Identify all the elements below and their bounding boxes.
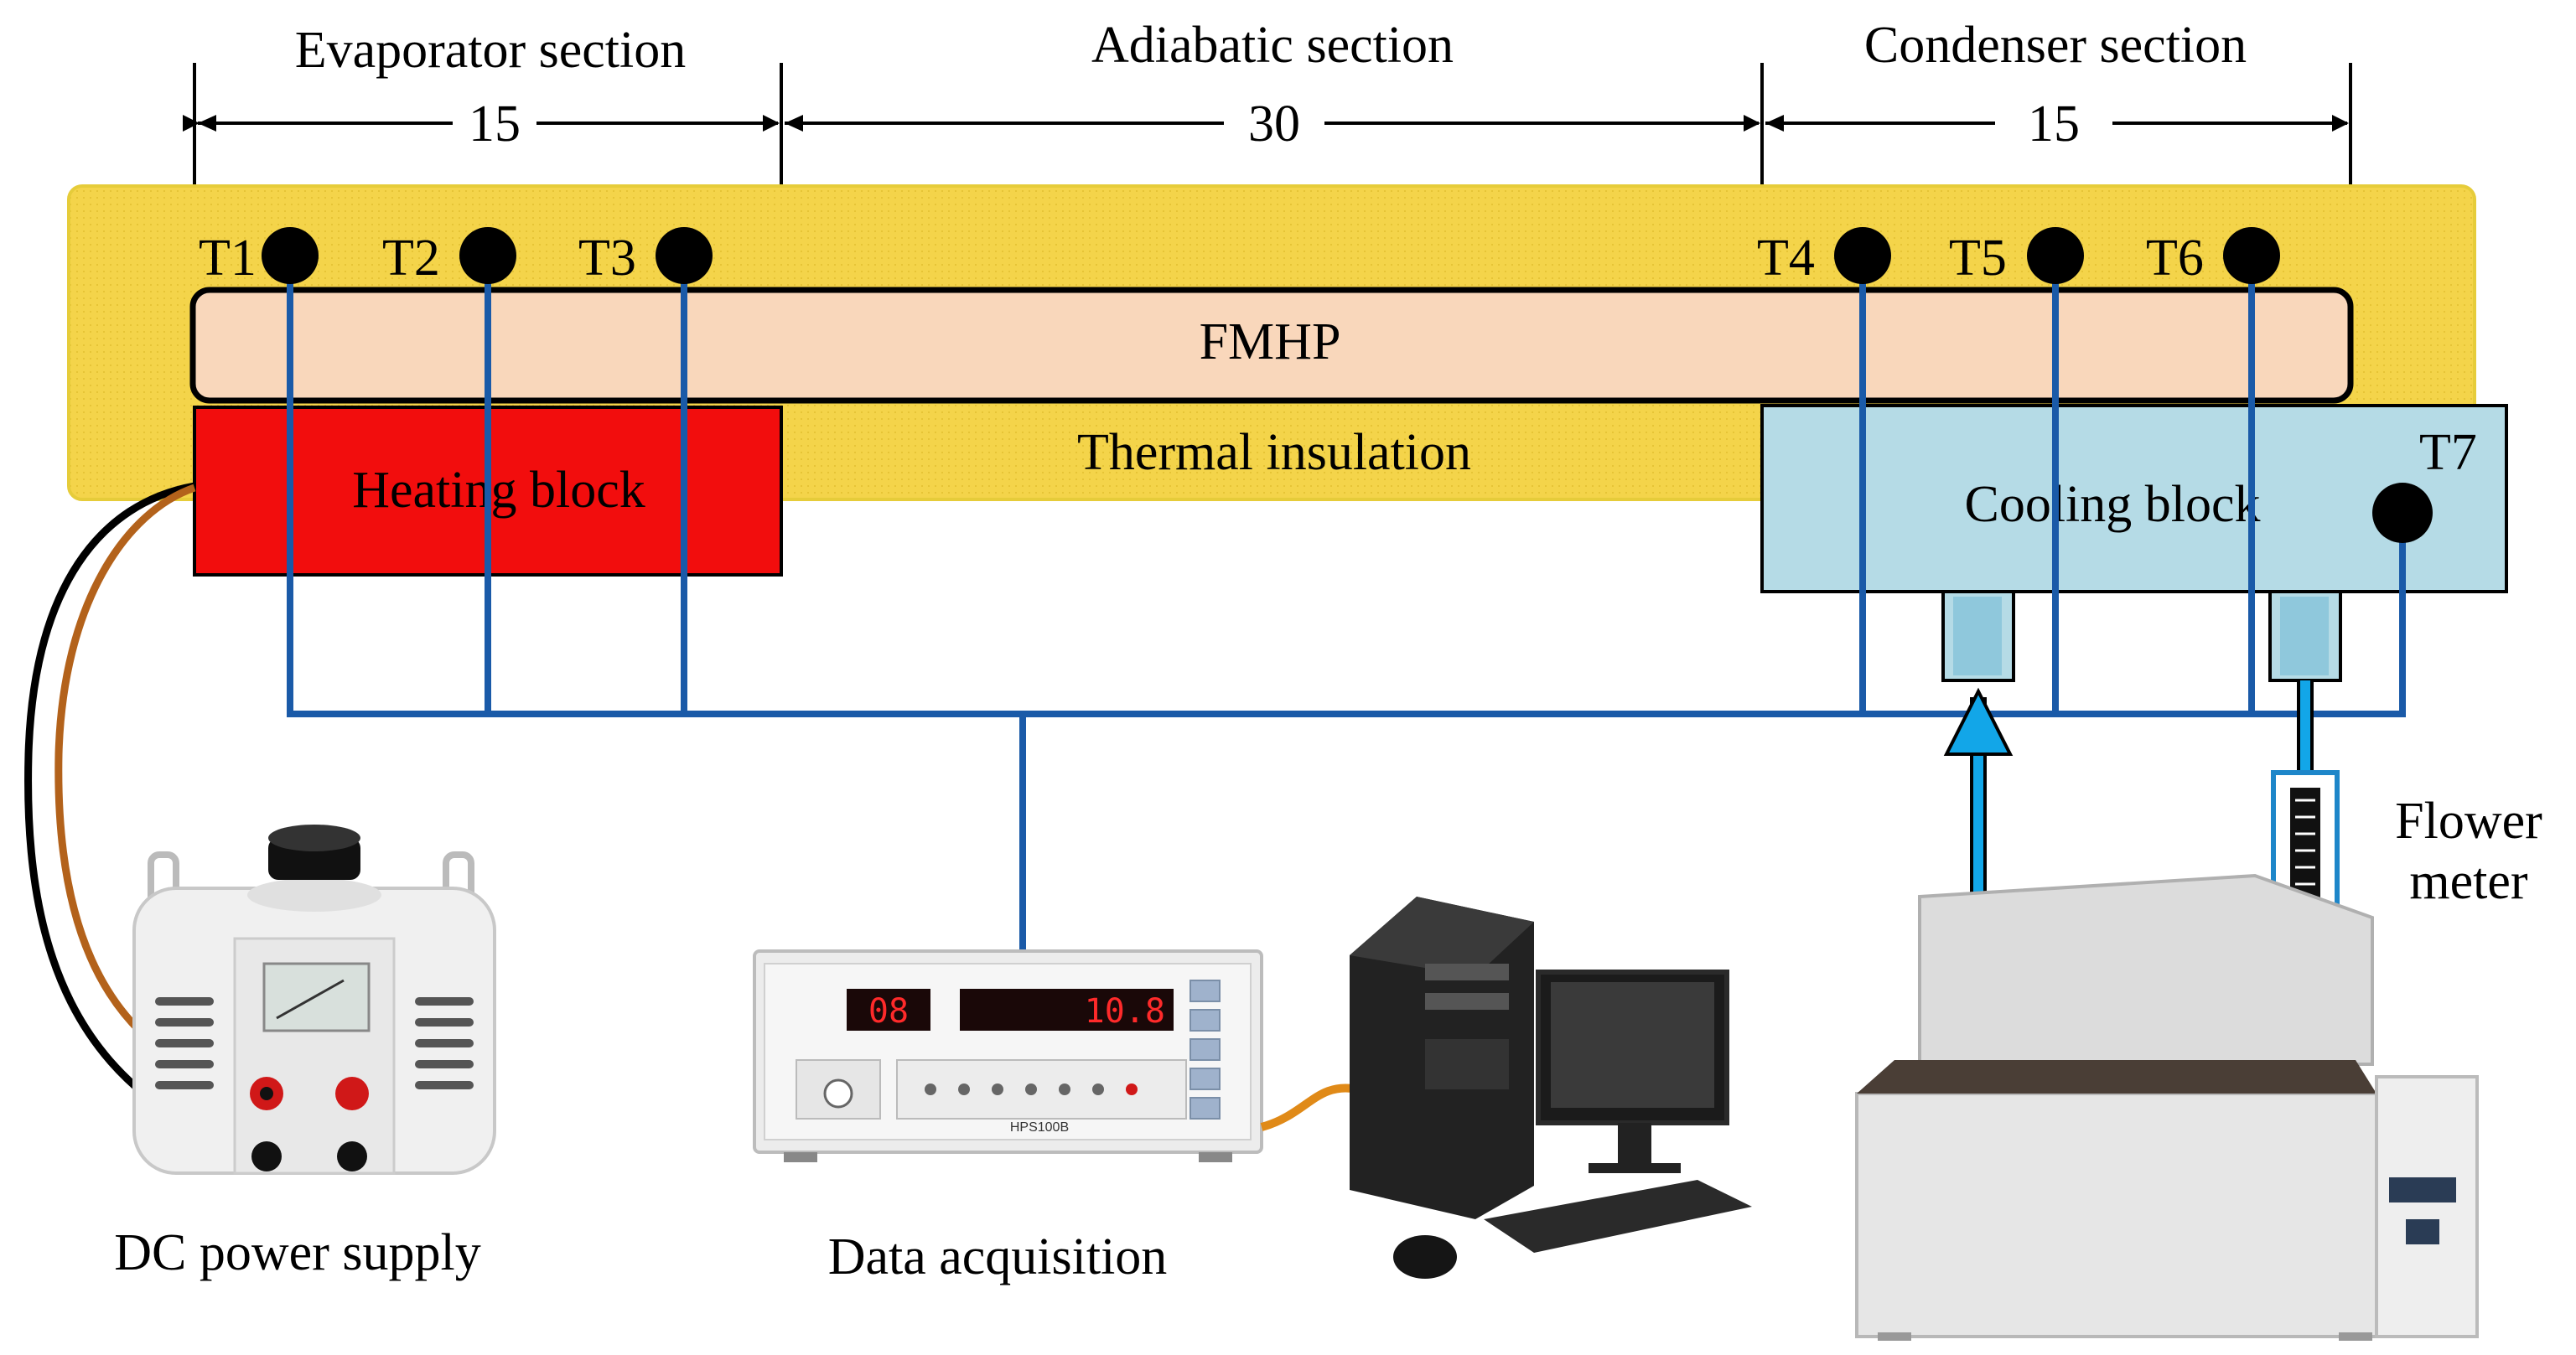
t7-label: T7 (2419, 424, 2477, 481)
daq-temperature-value: 10.8 (1085, 992, 1165, 1031)
condenser-section-title: Condenser section (1864, 17, 2247, 74)
evaporator-length-label: 15 (469, 96, 521, 153)
daq-model-label: HPS100B (1010, 1120, 1069, 1135)
t6-point (2223, 227, 2280, 284)
section-dimensions: Evaporator section 15 Adiabatic section … (183, 17, 2352, 189)
adiabatic-length-label: 30 (1248, 96, 1300, 153)
input-terminal-black (337, 1141, 367, 1171)
data-acquisition-label: Data acquisition (828, 1228, 1168, 1285)
dc-power-supply-label: DC power supply (114, 1224, 480, 1281)
adiabatic-section-title: Adiabatic section (1091, 17, 1454, 74)
dc-power-supply (132, 825, 496, 1175)
water-bath-control-panel (2375, 1075, 2479, 1338)
inlet-flow-arrow (1943, 687, 2014, 756)
t4-point (1834, 227, 1891, 284)
daq-power-knob (823, 1078, 853, 1109)
daq-temperature-display (960, 989, 1174, 1031)
evaporator-section-title: Evaporator section (295, 22, 687, 79)
condenser-length-label: 15 (2028, 96, 2080, 153)
power-cable-black (24, 482, 270, 1161)
water-bath (1855, 873, 2479, 1341)
t5-point (2027, 227, 2084, 284)
cooling-inlet-port-inner (1953, 597, 2002, 675)
output-terminal-black (251, 1141, 282, 1171)
t6-label: T6 (2146, 230, 2204, 287)
data-acquisition-unit: 08 10.8 HPS100B (753, 949, 1263, 1162)
water-bath-lid (1918, 873, 2374, 1066)
computer (1350, 897, 1752, 1279)
t1-point (262, 227, 319, 284)
thermal-insulation-label: Thermal insulation (1077, 424, 1471, 481)
water-bath-tank (1855, 1092, 2378, 1338)
t3-point (656, 227, 713, 284)
computer-mouse (1393, 1235, 1457, 1279)
t7-point (2372, 483, 2433, 543)
input-terminal-red (335, 1077, 369, 1110)
flow-meter-label-line1: Flower (2395, 793, 2542, 850)
t2-label: T2 (382, 230, 440, 287)
flow-meter-label-line2: meter (2409, 853, 2527, 910)
t4-label: T4 (1757, 230, 1815, 287)
cooling-block-label: Cooling block (1964, 476, 2260, 533)
thermocouple-wiring (287, 256, 2406, 951)
cooling-outlet-port-inner (2280, 597, 2329, 675)
t3-label: T3 (578, 230, 636, 287)
t2-point (459, 227, 516, 284)
fmhp-label: FMHP (1200, 313, 1341, 370)
daq-channel-display (847, 989, 930, 1031)
thermocouple-points (262, 227, 2433, 543)
t5-label: T5 (1949, 230, 2007, 287)
fmhp-heat-pipe (189, 287, 2354, 404)
heating-block-label: Heating block (352, 462, 645, 519)
daq-channel-value: 08 (868, 992, 909, 1031)
t1-label: T1 (199, 230, 257, 287)
computer-keyboard (1484, 1180, 1752, 1253)
